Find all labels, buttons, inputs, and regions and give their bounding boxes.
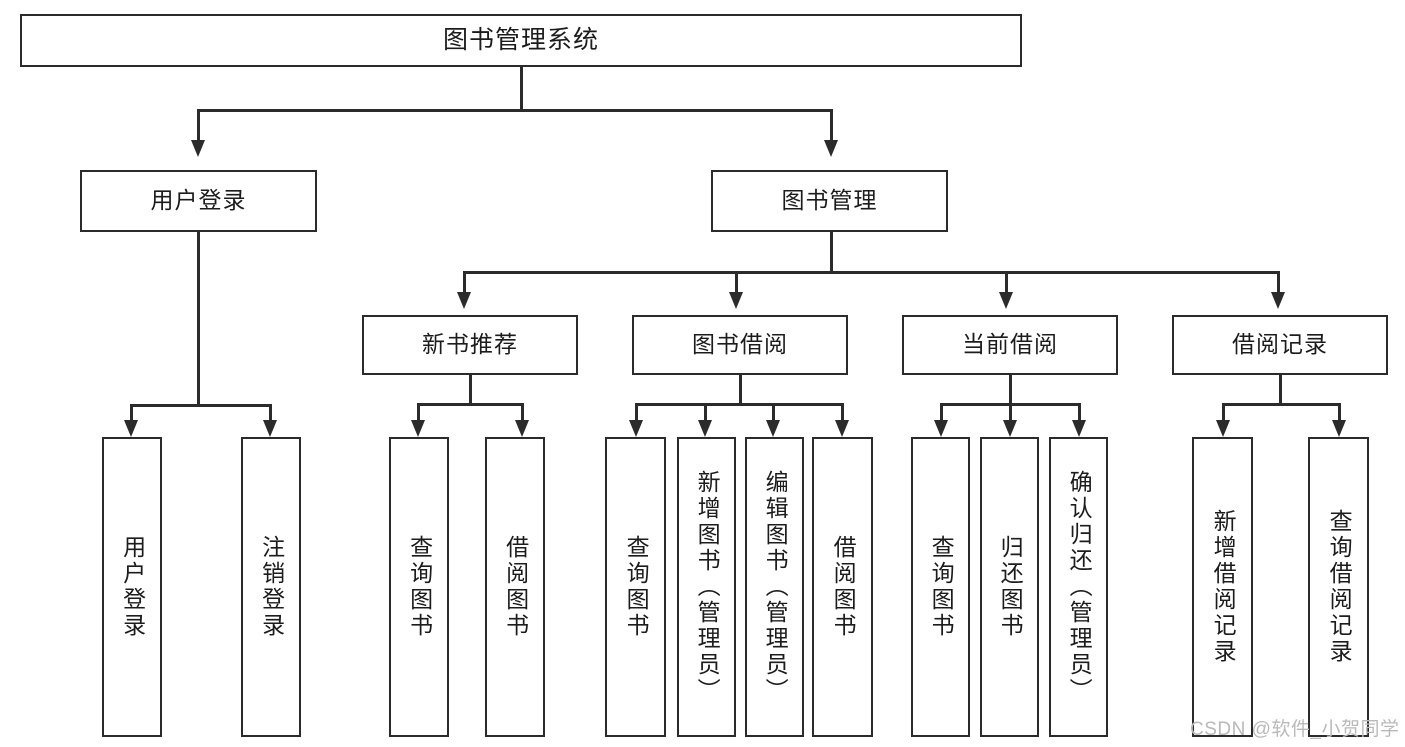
connector-to-new-book-recommend — [463, 271, 466, 295]
arrowhead-icon — [1216, 420, 1230, 437]
node-user-login[interactable]: 用户登录 — [80, 170, 317, 232]
node-label: 归还图书 — [997, 535, 1024, 639]
leaf-query-book-current[interactable]: 查询图书 — [911, 437, 970, 737]
node-borrow-record[interactable]: 借阅记录 — [1172, 315, 1388, 375]
connector-root-stem — [520, 67, 523, 111]
node-label: 新增借阅记录 — [1210, 509, 1237, 665]
connector-level3-bus — [463, 271, 1280, 274]
connector-user-login-bus — [130, 404, 272, 407]
node-label: 查询借阅记录 — [1326, 509, 1353, 665]
leaf-edit-book-admin[interactable]: 编辑图书（管理员） — [745, 437, 804, 737]
connector-to-leaf — [1078, 403, 1081, 423]
connector-to-leaf — [772, 403, 775, 423]
arrowhead-icon — [263, 420, 277, 437]
node-label: 用户登录 — [150, 187, 247, 214]
leaf-query-book-recommend[interactable]: 查询图书 — [389, 437, 449, 737]
node-label: 当前借阅 — [962, 331, 1058, 358]
connector-to-book-borrow — [735, 271, 738, 295]
leaf-logout[interactable]: 注销登录 — [241, 437, 301, 737]
node-new-book-recommend[interactable]: 新书推荐 — [362, 315, 578, 375]
connector-book-management-stem — [830, 232, 833, 273]
connector-to-leaf — [704, 403, 707, 423]
node-label: 新书推荐 — [422, 331, 518, 358]
node-label: 用户登录 — [119, 535, 146, 639]
arrowhead-icon — [1271, 292, 1285, 309]
node-label: 确认归还（管理员） — [1066, 470, 1093, 704]
arrowhead-icon — [698, 420, 712, 437]
node-label: 借阅图书 — [502, 535, 529, 639]
connector-to-leaf — [1222, 403, 1225, 423]
connector-to-leaf — [635, 403, 638, 423]
arrowhead-icon — [766, 420, 780, 437]
connector-to-borrow-record — [1277, 271, 1280, 295]
connector-to-leaf — [521, 403, 524, 423]
arrowhead-icon — [934, 420, 948, 437]
node-label: 注销登录 — [258, 535, 285, 639]
node-label: 查询图书 — [406, 535, 433, 639]
arrowhead-icon — [124, 420, 138, 437]
connector-current-borrow-stem — [1009, 375, 1012, 405]
leaf-confirm-return-admin[interactable]: 确认归还（管理员） — [1049, 437, 1108, 737]
arrowhead-icon — [1003, 420, 1017, 437]
node-label: 编辑图书（管理员） — [762, 470, 789, 704]
leaf-query-book-borrow[interactable]: 查询图书 — [605, 437, 666, 737]
node-current-borrow[interactable]: 当前借阅 — [902, 315, 1118, 375]
connector-to-leaf — [1009, 403, 1012, 423]
node-label: 新增图书（管理员） — [694, 470, 721, 704]
arrowhead-icon — [411, 420, 425, 437]
connector-to-leaf — [841, 403, 844, 423]
connector-borrow-record-bus — [1222, 403, 1340, 406]
connector-borrow-record-stem — [1279, 375, 1282, 405]
leaf-query-borrow-record[interactable]: 查询借阅记录 — [1308, 437, 1369, 737]
node-label: 查询图书 — [623, 535, 650, 639]
leaf-borrow-book[interactable]: 借阅图书 — [812, 437, 873, 737]
arrowhead-icon — [729, 292, 743, 309]
connector-root-to-book-management — [830, 109, 833, 143]
arrowhead-icon — [1072, 420, 1086, 437]
node-book-borrow[interactable]: 图书借阅 — [632, 315, 848, 375]
node-root-book-management-system[interactable]: 图书管理系统 — [20, 14, 1022, 67]
connector-root-to-user-login — [197, 109, 200, 143]
leaf-add-borrow-record[interactable]: 新增借阅记录 — [1192, 437, 1253, 737]
node-label: 图书管理系统 — [442, 25, 599, 54]
node-label: 借阅记录 — [1232, 331, 1328, 358]
connector-user-login-stem — [197, 232, 200, 406]
arrowhead-icon — [515, 420, 529, 437]
node-label: 查询图书 — [928, 535, 955, 639]
connector-to-leaf-logout — [269, 404, 272, 423]
arrowhead-icon — [1332, 420, 1346, 437]
arrowhead-icon — [191, 140, 205, 157]
arrowhead-icon — [457, 292, 471, 309]
connector-new-book-recommend-bus — [417, 403, 523, 406]
watermark-text: CSDN @软件_小贺同学 — [1190, 719, 1400, 740]
node-label: 图书管理 — [781, 187, 878, 214]
connector-to-leaf — [1338, 403, 1341, 423]
arrowhead-icon — [999, 292, 1013, 309]
connector-new-book-recommend-stem — [469, 375, 472, 405]
connector-to-leaf-user-login — [130, 404, 133, 423]
leaf-user-login[interactable]: 用户登录 — [102, 437, 162, 737]
connector-root-bus — [197, 109, 833, 112]
connector-to-current-borrow — [1005, 271, 1008, 295]
arrowhead-icon — [824, 140, 838, 157]
leaf-add-book-admin[interactable]: 新增图书（管理员） — [677, 437, 736, 737]
arrowhead-icon — [629, 420, 643, 437]
leaf-borrow-book-recommend[interactable]: 借阅图书 — [485, 437, 545, 737]
connector-book-borrow-bus — [635, 403, 843, 406]
connector-book-borrow-stem — [739, 375, 742, 405]
node-label: 借阅图书 — [830, 535, 857, 639]
connector-to-leaf — [940, 403, 943, 423]
leaf-return-book[interactable]: 归还图书 — [980, 437, 1039, 737]
node-book-management[interactable]: 图书管理 — [711, 170, 948, 232]
connector-to-leaf — [417, 403, 420, 423]
node-label: 图书借阅 — [692, 331, 788, 358]
arrowhead-icon — [835, 420, 849, 437]
